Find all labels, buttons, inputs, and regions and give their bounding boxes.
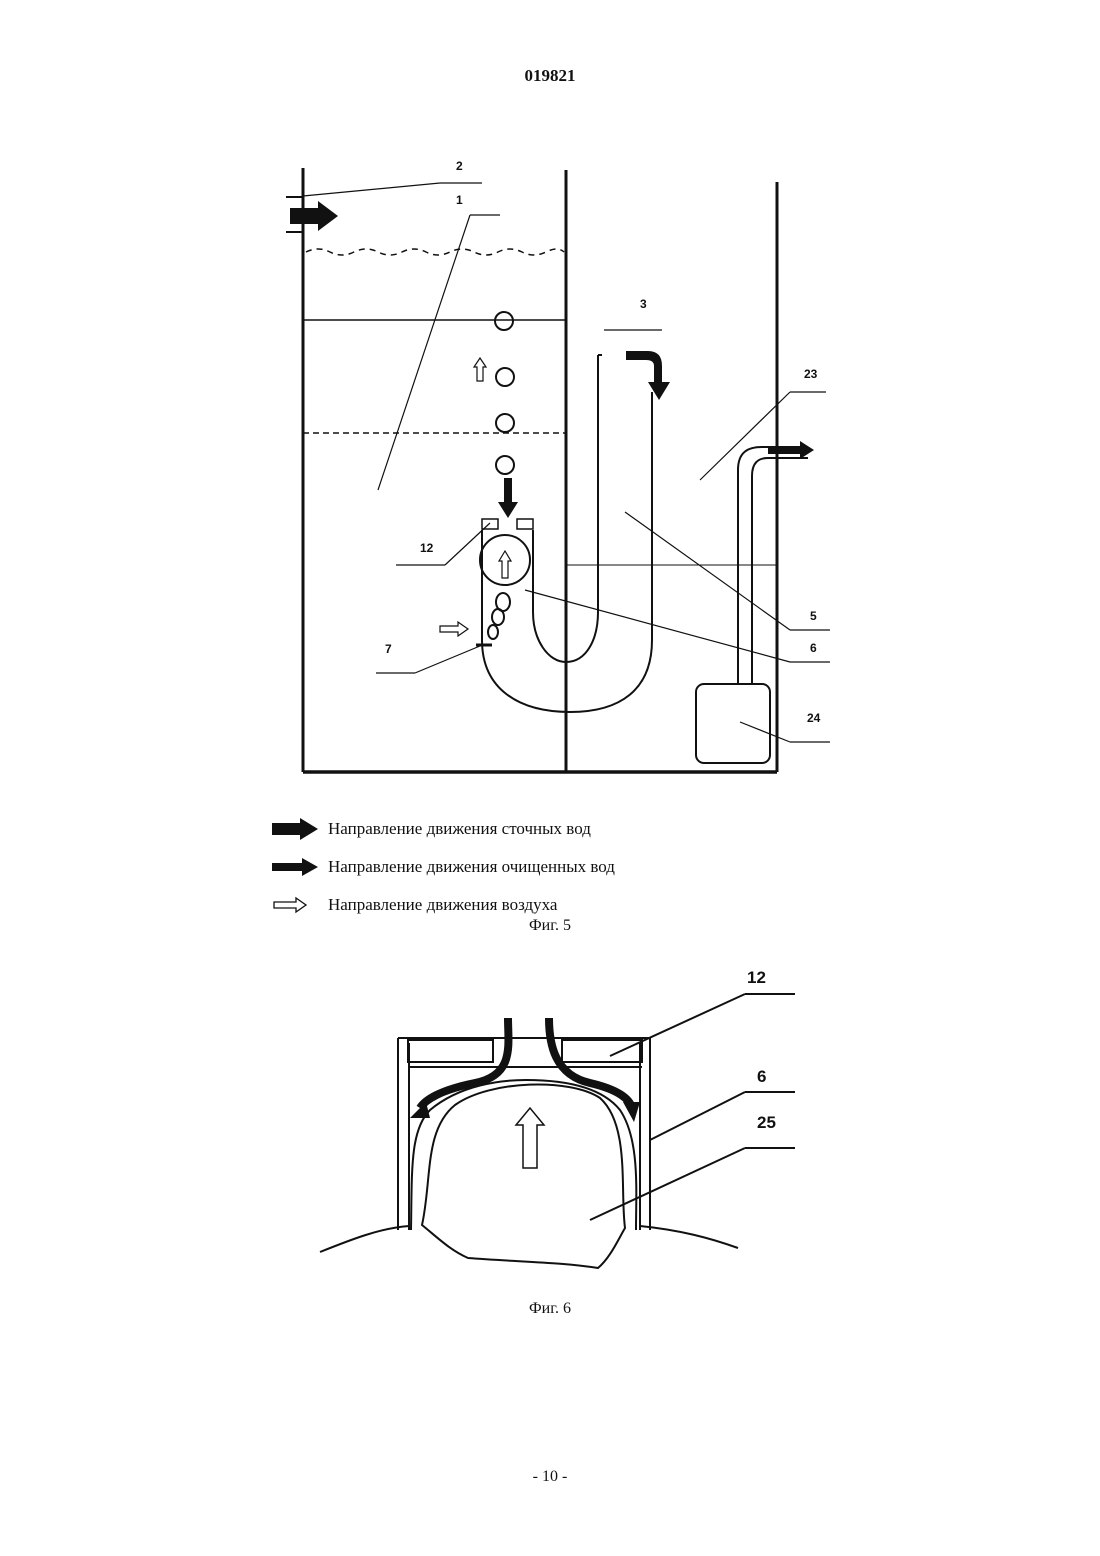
figure-5-diagram: 2 1 3 23 12 5 6 7 24 <box>0 150 1100 790</box>
legend: Направление движения сточных вод Направл… <box>270 810 615 924</box>
label-6: 6 <box>757 1067 766 1086</box>
thick-black-arrow-icon <box>270 818 320 840</box>
label-5: 5 <box>810 609 817 623</box>
label-2: 2 <box>456 159 463 173</box>
outflow-arrow-icon <box>626 351 670 400</box>
label-7: 7 <box>385 642 392 656</box>
legend-item-wastewater: Направление движения сточных вод <box>270 810 615 848</box>
air-up-arrow-icon <box>499 551 511 578</box>
label-25: 25 <box>757 1113 776 1132</box>
hollow-arrow-icon <box>270 894 320 916</box>
air-inlet-arrow-icon <box>440 622 468 636</box>
label-12: 12 <box>747 968 766 987</box>
label-23: 23 <box>804 367 818 381</box>
label-12: 12 <box>420 541 434 555</box>
figure-6-diagram: 12 6 25 <box>0 960 1100 1290</box>
legend-label: Направление движения очищенных вод <box>328 857 615 877</box>
legend-label: Направление движения воздуха <box>328 895 557 915</box>
inflow-arrow-icon <box>290 201 338 231</box>
label-6: 6 <box>810 641 817 655</box>
label-1: 1 <box>456 193 463 207</box>
black-arrow-icon <box>270 856 320 878</box>
air-up-arrow-icon <box>474 358 486 381</box>
legend-item-treated-water: Направление движения очищенных вод <box>270 848 615 886</box>
pump-outflow-arrow-icon <box>768 441 814 459</box>
document-number: 019821 <box>0 66 1100 86</box>
air-up-arrow-icon <box>516 1108 544 1168</box>
page-number: - 10 - <box>0 1468 1100 1486</box>
label-3: 3 <box>640 297 647 311</box>
down-arrow-icon <box>498 478 518 518</box>
legend-label: Направление движения сточных вод <box>328 819 591 839</box>
figure-5-caption: Фиг. 5 <box>0 917 1100 935</box>
label-24: 24 <box>807 711 821 725</box>
figure-6-caption: Фиг. 6 <box>0 1300 1100 1318</box>
